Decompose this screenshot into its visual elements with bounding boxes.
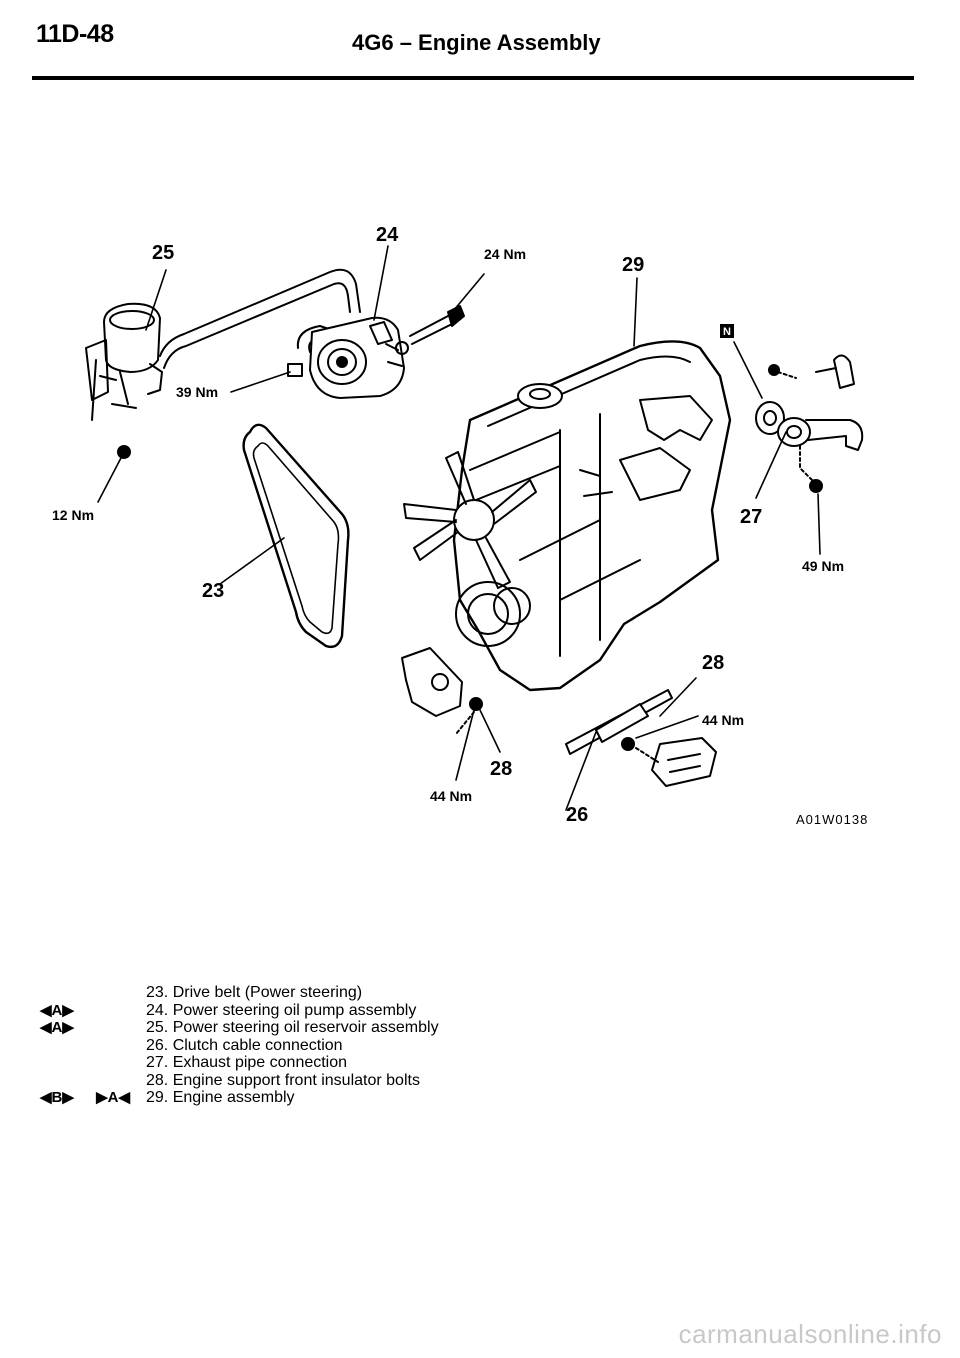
legend-item: 25. Power steering oil reservoir assembl… bbox=[146, 1019, 439, 1036]
torque-44-insulator: 44 Nm bbox=[430, 788, 473, 804]
leader-lines bbox=[97, 245, 821, 811]
clutch-cable-illustration bbox=[565, 689, 717, 787]
install-mark-29: ▶A◀ bbox=[96, 1089, 131, 1106]
service-marks: ◀A▶ ◀A▶ ◀B▶ ▶A◀ bbox=[40, 984, 130, 1107]
torque-12: 12 Nm bbox=[52, 507, 95, 523]
callout-25: 25 bbox=[152, 242, 175, 264]
removal-mark-25: ◀A▶ bbox=[40, 1019, 74, 1036]
figure-code: A01W0138 bbox=[796, 812, 869, 827]
removal-mark-24: ◀A▶ bbox=[40, 1001, 74, 1019]
torque-39: 39 Nm bbox=[176, 384, 219, 400]
insulator-illustration bbox=[401, 647, 483, 735]
watermark: carmanualsonline.info bbox=[678, 1319, 942, 1349]
callout-26: 26 bbox=[566, 804, 589, 826]
legend-item: 29. Engine assembly bbox=[146, 1089, 295, 1106]
page-code: 11D-48 bbox=[36, 20, 114, 48]
legend-item: 23. Drive belt (Power steering) bbox=[146, 984, 363, 1001]
torque-44-cable: 44 Nm bbox=[702, 712, 745, 728]
removal-mark-29: ◀B▶ bbox=[40, 1089, 74, 1106]
oil-pump-illustration bbox=[309, 316, 405, 399]
callout-24: 24 bbox=[376, 224, 399, 246]
legend-item: 24. Power steering oil pump assembly bbox=[146, 1001, 417, 1019]
bolt-39-illustration bbox=[287, 363, 303, 377]
torque-49: 49 Nm bbox=[802, 558, 845, 574]
callout-28-insulator: 28 bbox=[490, 758, 513, 780]
exploded-diagram: N bbox=[85, 245, 864, 811]
legend-item: 27. Exhaust pipe connection bbox=[146, 1054, 348, 1071]
header-rule bbox=[32, 76, 914, 80]
legend-item: 28. Engine support front insulator bolts bbox=[146, 1071, 420, 1089]
engine-block-illustration bbox=[403, 340, 732, 692]
legend-item: 26. Clutch cable connection bbox=[146, 1036, 343, 1054]
pump-bolt-illustration bbox=[395, 305, 465, 355]
n-badge-label: N bbox=[723, 326, 731, 338]
callout-28-cable: 28 bbox=[702, 652, 725, 674]
callout-29: 29 bbox=[622, 254, 645, 276]
drive-belt-illustration bbox=[242, 423, 350, 649]
page-title: 4G6 – Engine Assembly bbox=[352, 30, 601, 55]
callout-23: 23 bbox=[202, 580, 225, 602]
exhaust-illustration bbox=[755, 354, 864, 493]
n-badge-box bbox=[720, 324, 734, 338]
parts-legend: 23. Drive belt (Power steering) 24. Powe… bbox=[146, 984, 439, 1107]
callout-27: 27 bbox=[740, 506, 763, 528]
reservoir-illustration bbox=[85, 302, 163, 459]
torque-24: 24 Nm bbox=[484, 246, 527, 262]
